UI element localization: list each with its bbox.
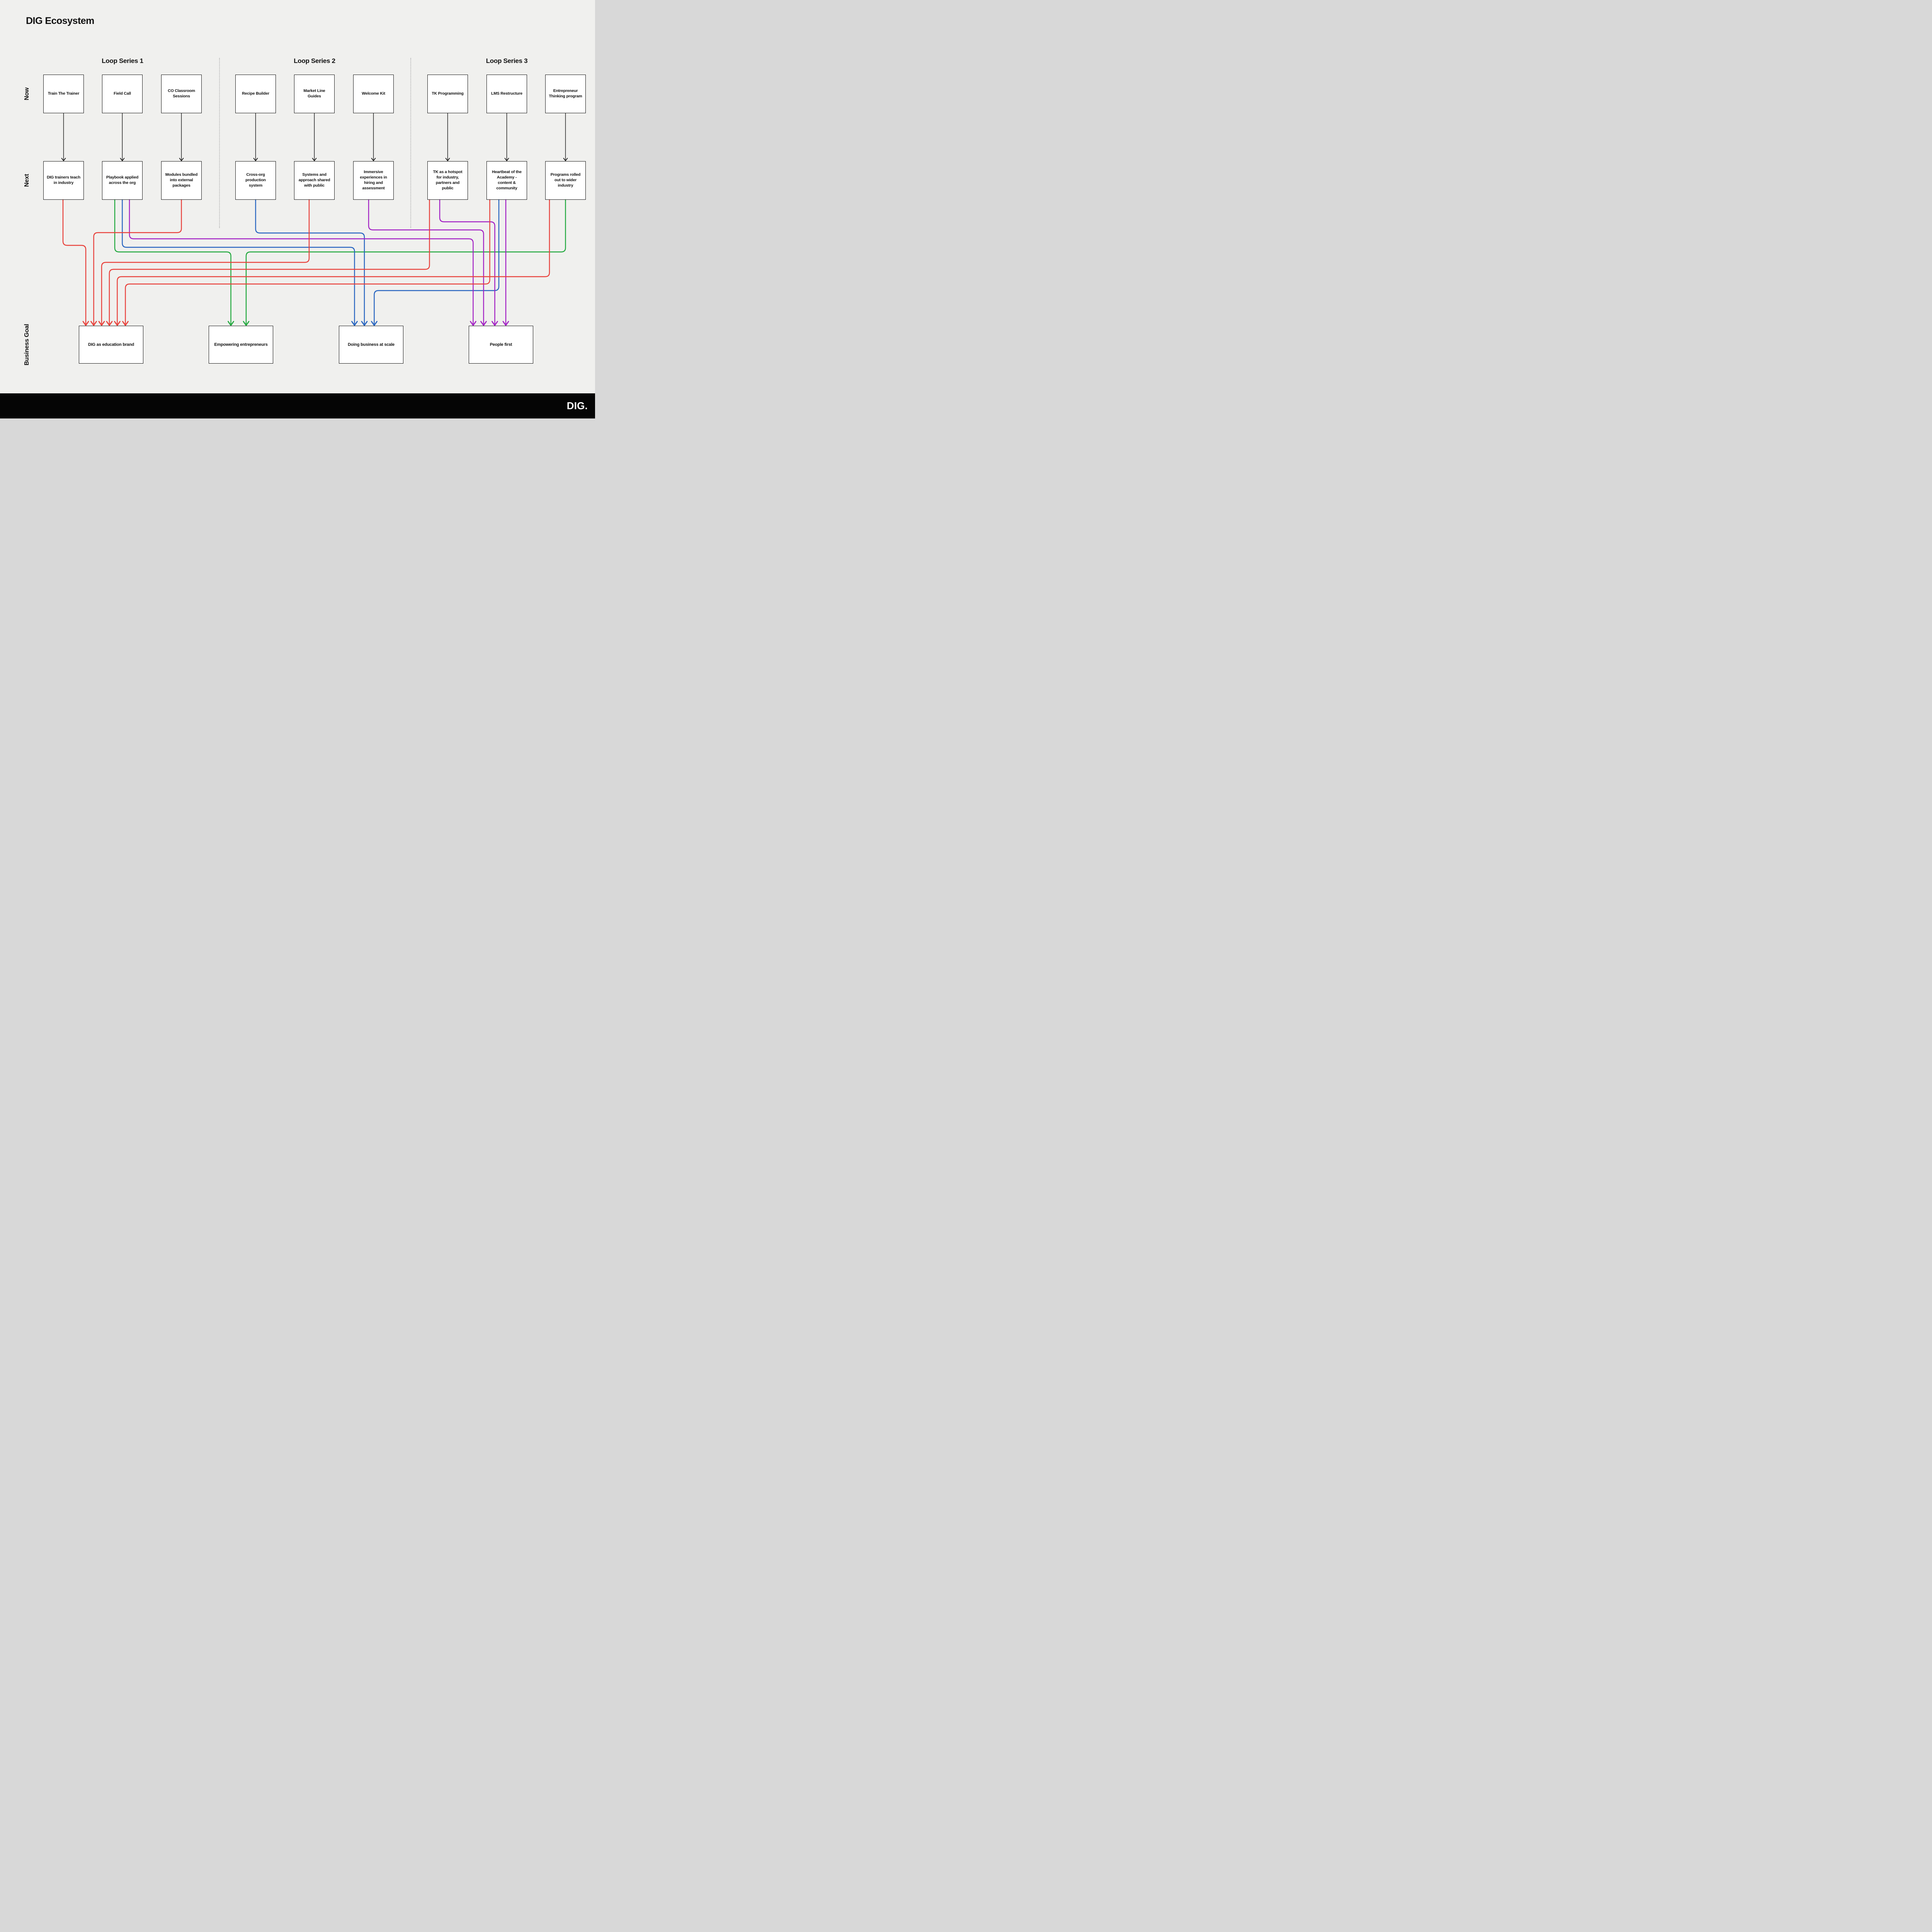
co-classroom-sessions-label: CO Classroom Sessions [168, 88, 195, 99]
dig-as-education-brand-label: DIG as education brand [88, 342, 134, 347]
lms-restructure-label: LMS Restructure [491, 91, 522, 96]
loop-series-2-header: Loop Series 2 [294, 57, 335, 65]
arrowhead-modules-bundled-into-external-packages-to-dig-as-education-brand [90, 321, 97, 326]
playbook-applied-across-the-org-box: Playbook applied across the org [102, 161, 143, 200]
people-first-box: People first [469, 326, 533, 364]
arrowhead-tk-programming-to-tk-as-a-hotspot [445, 158, 450, 161]
footer-bar: DIG. [0, 393, 595, 418]
connector-tk-as-a-hotspot-to-dig-as-education-brand [109, 200, 430, 325]
dig-trainers-teach-in-industry-label: DIG trainers teach in industry [47, 175, 80, 185]
arrowhead-welcome-kit-to-immersive-experiences-in-hiring-and-assessment [371, 158, 376, 161]
people-first-label: People first [490, 342, 512, 347]
immersive-experiences-in-hiring-and-assessment-label: Immersive experiences in hiring and asse… [360, 170, 387, 190]
train-the-trainer-label: Train The Trainer [48, 91, 80, 96]
dig-as-education-brand-box: DIG as education brand [79, 326, 143, 364]
connector-heartbeat-of-the-academy-to-dig-as-education-brand [125, 200, 490, 325]
series-separator-1 [219, 58, 220, 228]
loop-series-1-header: Loop Series 1 [102, 57, 143, 65]
arrowhead-field-call-to-playbook-applied-across-the-org [120, 158, 125, 161]
empowering-entrepreneurs-box: Empowering entrepreneurs [209, 326, 273, 364]
loop-series-3-header: Loop Series 3 [486, 57, 528, 65]
arrowhead-dig-trainers-teach-in-industry-to-dig-as-education-brand [82, 321, 89, 326]
arrowhead-playbook-applied-across-the-org-to-doing-business-at-scale [351, 321, 358, 326]
modules-bundled-into-external-packages-box: Modules bundled into external packages [161, 161, 202, 200]
playbook-applied-across-the-org-label: Playbook applied across the org [106, 175, 139, 185]
arrowhead-heartbeat-of-the-academy-to-people-first [502, 321, 509, 326]
arrowhead-immersive-experiences-in-hiring-and-assessment-to-people-first [480, 321, 487, 326]
connector-heartbeat-of-the-academy-to-doing-business-at-scale [374, 200, 500, 325]
connector-cross-org-production-system-to-doing-business-at-scale [255, 200, 365, 325]
arrowhead-lms-restructure-to-heartbeat-of-the-academy [504, 158, 509, 161]
welcome-kit-box: Welcome Kit [353, 75, 394, 113]
connector-programs-rolled-out-to-wider-industry-to-dig-as-education-brand [117, 200, 550, 325]
empowering-entrepreneurs-label: Empowering entrepreneurs [214, 342, 268, 347]
immersive-experiences-in-hiring-and-assessment-box: Immersive experiences in hiring and asse… [353, 161, 394, 200]
series-separator-2 [410, 58, 411, 228]
tk-programming-box: TK Programming [427, 75, 468, 113]
field-call-label: Field Call [114, 91, 131, 96]
arrowhead-playbook-applied-across-the-org-to-empowering-entrepreneurs [228, 321, 234, 326]
arrowhead-train-the-trainer-to-dig-trainers-teach-in-industry [61, 158, 66, 161]
doing-business-at-scale-label: Doing business at scale [348, 342, 395, 347]
arrowhead-entrepreneur-thinking-program-to-programs-rolled-out-to-wider-industry [563, 158, 568, 161]
row-label-next: Next [24, 174, 30, 187]
arrowhead-cross-org-production-system-to-doing-business-at-scale [361, 321, 368, 326]
arrowhead-tk-as-a-hotspot-to-people-first [492, 321, 498, 326]
cross-org-production-system-box: Cross-org production system [235, 161, 276, 200]
welcome-kit-label: Welcome Kit [362, 91, 385, 96]
programs-rolled-out-to-wider-industry-box: Programs rolled out to wider industry [545, 161, 586, 200]
heartbeat-of-the-academy-label: Heartbeat of the Academy - content & com… [492, 170, 522, 190]
connector-programs-rolled-out-to-wider-industry-to-empowering-entrepreneurs [245, 200, 566, 325]
cross-org-production-system-label: Cross-org production system [245, 172, 266, 188]
arrowhead-programs-rolled-out-to-wider-industry-to-dig-as-education-brand [114, 321, 121, 326]
systems-and-approach-shared-with-public-box: Systems and approach shared with public [294, 161, 335, 200]
market-line-guides-label: Market Line Guides [303, 88, 325, 99]
connector-lines [61, 113, 568, 326]
entrepreneur-thinking-program-box: Entrepreneur Thinking program [545, 75, 586, 113]
heartbeat-of-the-academy-box: Heartbeat of the Academy - content & com… [486, 161, 527, 200]
market-line-guides-box: Market Line Guides [294, 75, 335, 113]
connector-dig-trainers-teach-in-industry-to-dig-as-education-brand [62, 200, 87, 325]
row-label-now: Now [24, 87, 30, 100]
arrowhead-co-classroom-sessions-to-modules-bundled-into-external-packages [179, 158, 184, 161]
systems-and-approach-shared-with-public-label: Systems and approach shared with public [298, 172, 330, 188]
diagram-canvas: DIG Ecosystem DIG. Loop Series 1 Loop Ser… [0, 0, 595, 418]
modules-bundled-into-external-packages-label: Modules bundled into external packages [165, 172, 198, 188]
dig-logo: DIG. [566, 400, 588, 412]
connector-immersive-experiences-in-hiring-and-assessment-to-people-first [368, 200, 484, 325]
arrowhead-recipe-builder-to-cross-org-production-system [253, 158, 258, 161]
arrowhead-heartbeat-of-the-academy-to-doing-business-at-scale [371, 321, 378, 326]
page-title: DIG Ecosystem [26, 15, 94, 26]
arrowhead-heartbeat-of-the-academy-to-dig-as-education-brand [122, 321, 129, 326]
lms-restructure-box: LMS Restructure [486, 75, 527, 113]
connector-playbook-applied-across-the-org-to-doing-business-at-scale [122, 200, 355, 325]
connector-tk-as-a-hotspot-to-people-first [439, 200, 495, 325]
connector-playbook-applied-across-the-org-to-empowering-entrepreneurs [114, 200, 231, 325]
tk-as-a-hotspot-box: TK as a hotspot for industry, partners a… [427, 161, 468, 200]
arrowhead-market-line-guides-to-systems-and-approach-shared-with-public [312, 158, 317, 161]
connector-systems-and-approach-shared-with-public-to-dig-as-education-brand [101, 200, 310, 325]
dig-trainers-teach-in-industry-box: DIG trainers teach in industry [43, 161, 84, 200]
arrowhead-playbook-applied-across-the-org-to-people-first [470, 321, 476, 326]
arrowhead-systems-and-approach-shared-with-public-to-dig-as-education-brand [98, 321, 105, 326]
doing-business-at-scale-box: Doing business at scale [339, 326, 403, 364]
train-the-trainer-box: Train The Trainer [43, 75, 84, 113]
tk-programming-label: TK Programming [432, 91, 464, 96]
entrepreneur-thinking-program-label: Entrepreneur Thinking program [549, 88, 582, 99]
connector-playbook-applied-across-the-org-to-people-first [129, 200, 474, 325]
recipe-builder-label: Recipe Builder [242, 91, 269, 96]
arrowhead-programs-rolled-out-to-wider-industry-to-empowering-entrepreneurs [243, 321, 250, 326]
tk-as-a-hotspot-label: TK as a hotspot for industry, partners a… [433, 170, 463, 190]
row-label-business-goal: Business Goal [24, 324, 30, 366]
arrowhead-tk-as-a-hotspot-to-dig-as-education-brand [106, 321, 113, 326]
recipe-builder-box: Recipe Builder [235, 75, 276, 113]
connector-modules-bundled-into-external-packages-to-dig-as-education-brand [93, 200, 182, 325]
co-classroom-sessions-box: CO Classroom Sessions [161, 75, 202, 113]
programs-rolled-out-to-wider-industry-label: Programs rolled out to wider industry [550, 172, 581, 188]
field-call-box: Field Call [102, 75, 143, 113]
